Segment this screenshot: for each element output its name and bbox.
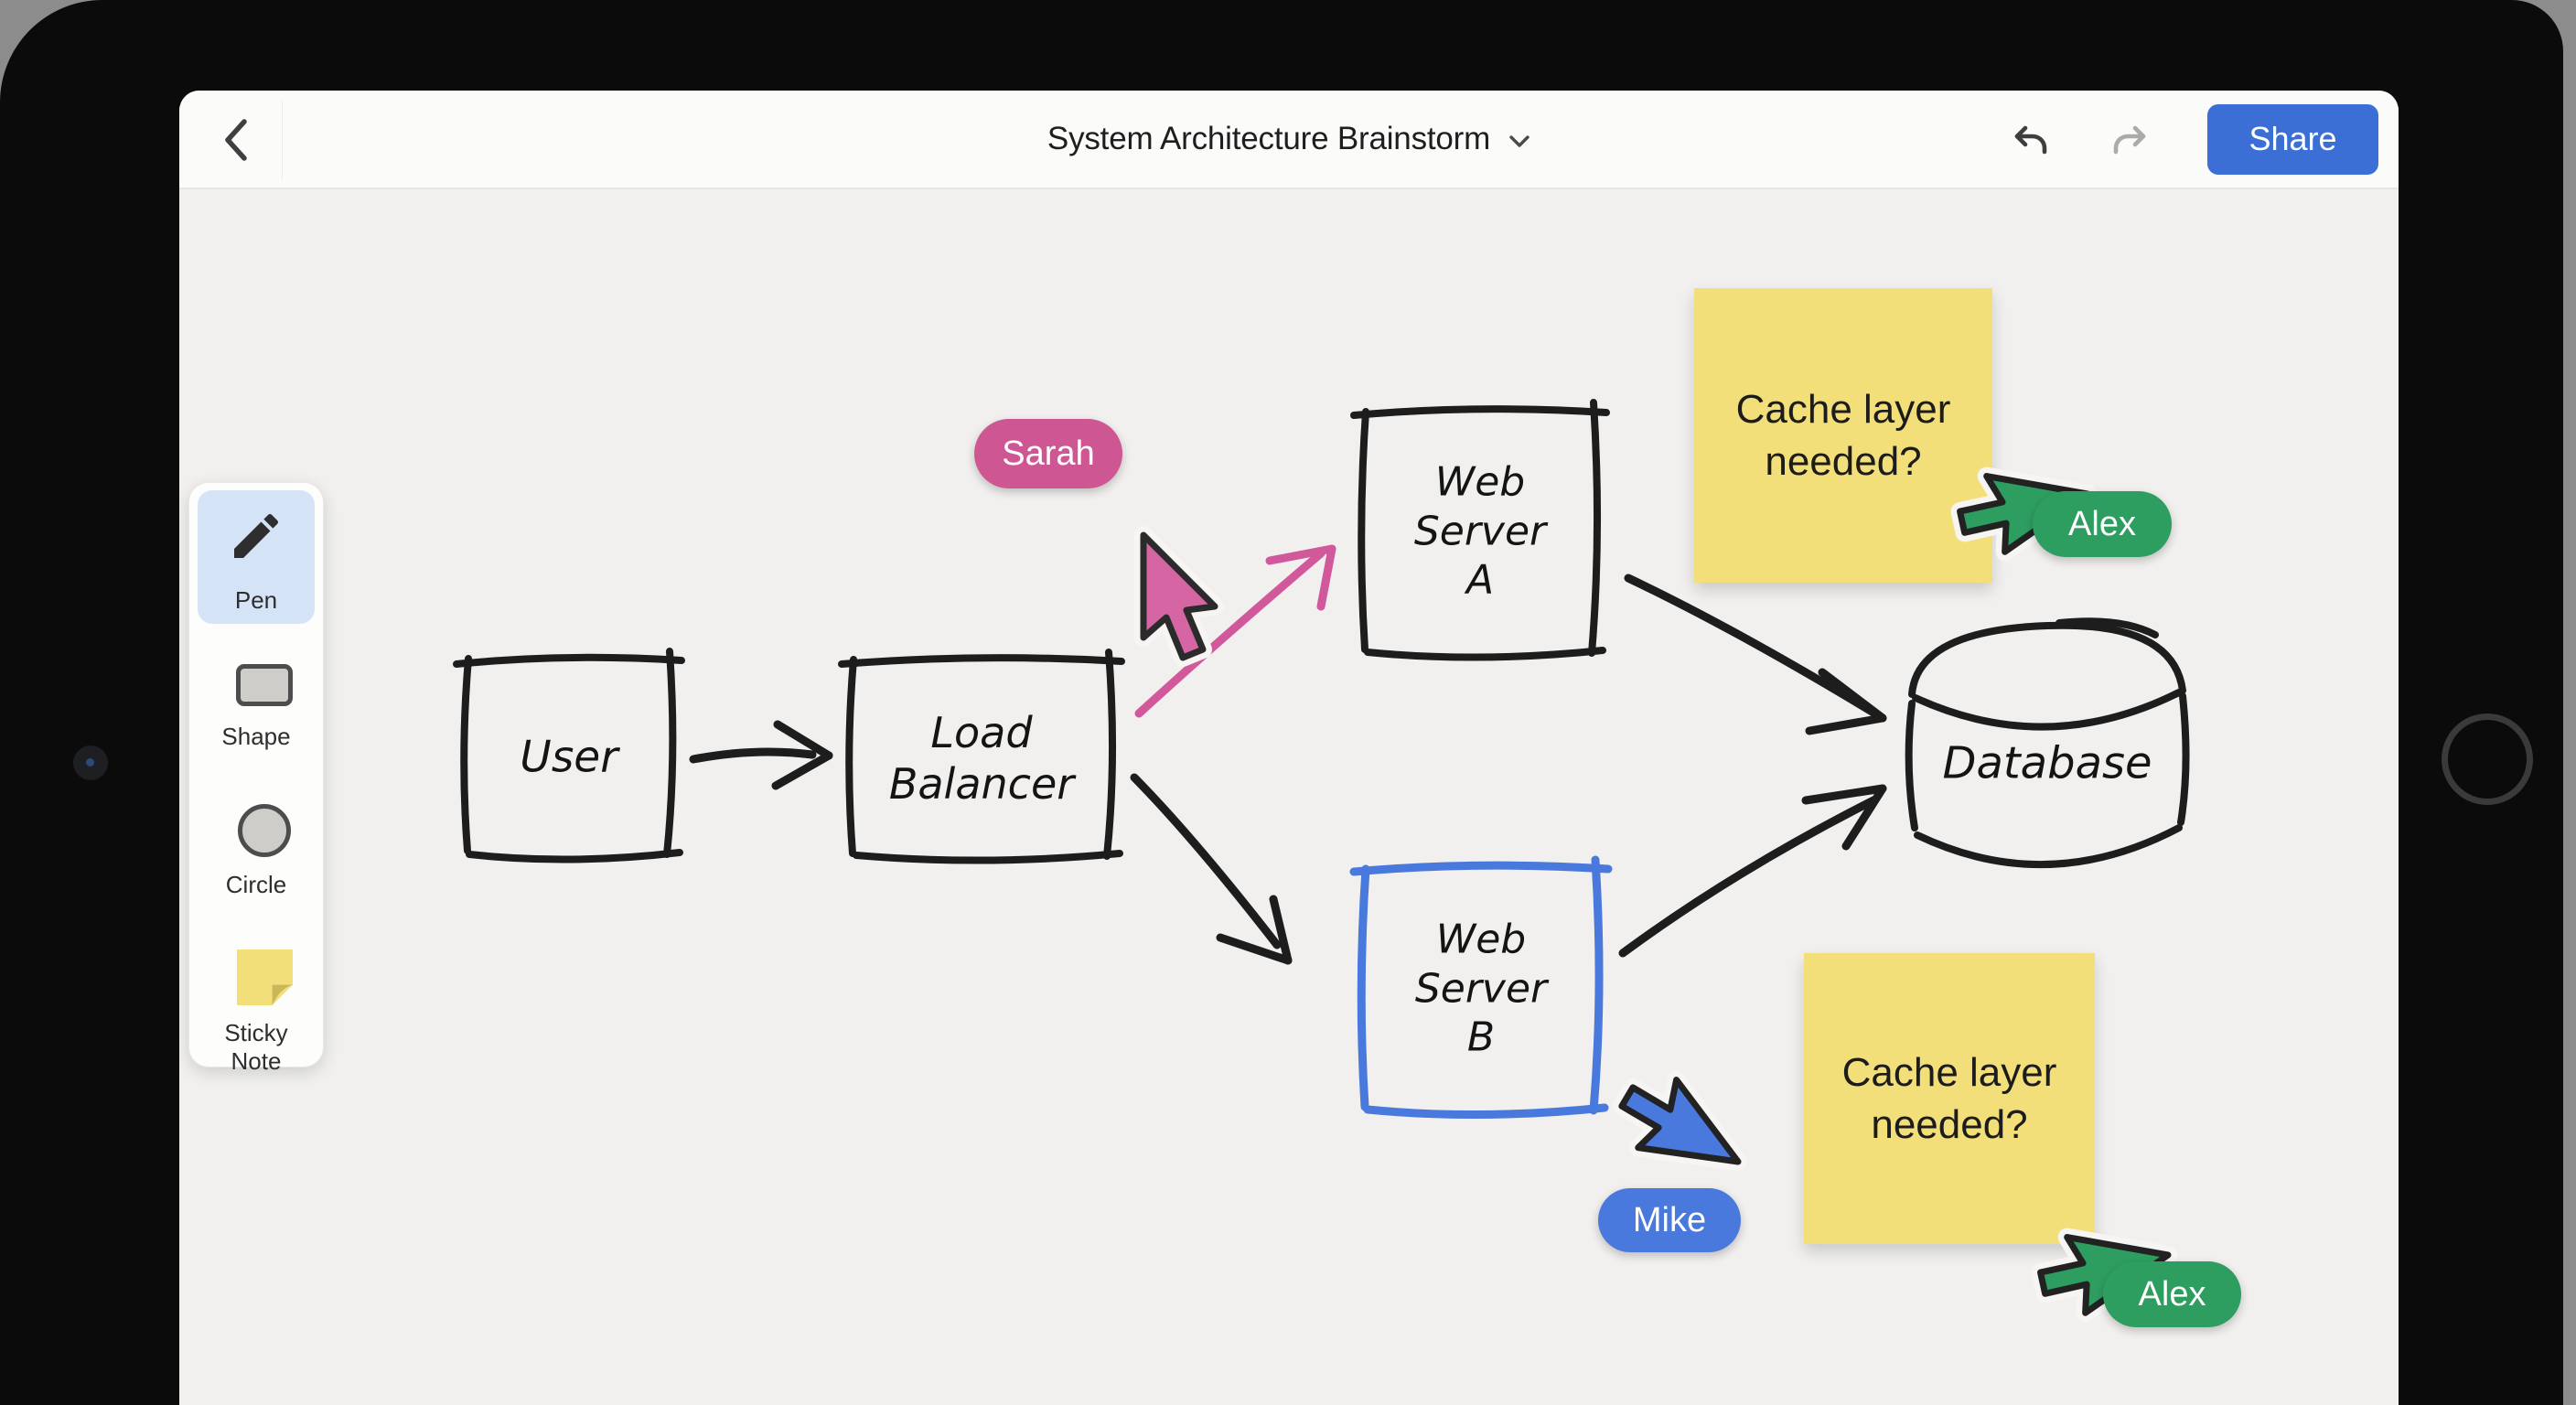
top-toolbar: System Architecture Brainstorm <box>179 91 2399 189</box>
node-label-web-server-a: Web Server A <box>1413 458 1547 604</box>
node-user-box[interactable] <box>453 648 685 863</box>
topbar-actions: Share <box>2006 91 2378 188</box>
node-web-server-b-box-selected[interactable] <box>1349 855 1613 1120</box>
page-title: System Architecture Brainstorm <box>1046 121 1491 156</box>
sticky-note[interactable]: Cache layer needed? <box>1804 953 2095 1244</box>
sticky-note-text: Cache layer needed? <box>1841 1049 2057 1147</box>
undo-button[interactable] <box>2006 119 2054 159</box>
node-label-user: User <box>520 732 618 783</box>
title-group: System Architecture Brainstorm <box>179 91 2399 188</box>
node-label-database: Database <box>1942 737 2152 789</box>
collaborator-pill-alex: Alex <box>2033 491 2172 557</box>
circle-icon <box>238 804 291 857</box>
tool-label-circle: Circle <box>225 871 287 898</box>
node-database-cylinder[interactable] <box>1905 617 2190 868</box>
arrow-user-to-load-balancer[interactable] <box>689 720 833 790</box>
chevron-left-icon <box>225 119 247 161</box>
arrow-load-balancer-to-web-server-b[interactable] <box>1130 773 1293 965</box>
sticky-note-text: Cache layer needed? <box>1735 386 1951 484</box>
arrow-load-balancer-to-web-server-a-pink[interactable] <box>1134 544 1336 718</box>
arrow-web-server-b-to-database[interactable] <box>1618 784 1887 958</box>
tool-label-pen: Pen <box>234 586 278 614</box>
back-button[interactable] <box>207 111 265 169</box>
share-button[interactable]: Share <box>2207 103 2378 175</box>
whiteboard-canvas[interactable]: User Load Balancer Web Server A Web Serv… <box>179 189 2399 1405</box>
collaborator-pill-mike: Mike <box>1598 1188 1741 1252</box>
arrow-web-server-a-to-database[interactable] <box>1624 574 1887 735</box>
node-label-web-server-b: Web Server B <box>1414 916 1548 1061</box>
node-load-balancer-box[interactable] <box>838 649 1125 864</box>
tool-shape[interactable]: Shape <box>198 664 315 765</box>
tool-label-sticky-note: Sticky Note <box>224 1019 288 1075</box>
node-web-server-a-box[interactable] <box>1350 399 1610 661</box>
sticky-note[interactable]: Cache layer needed? <box>1694 288 1992 583</box>
tool-palette: Pen Shape Circle Sticky Note <box>188 482 324 1075</box>
front-camera-icon <box>73 745 108 780</box>
tool-pen[interactable]: Pen <box>198 490 315 624</box>
collaborator-pill-alex: Alex <box>2103 1261 2241 1327</box>
redo-arrow-icon <box>2113 125 2146 155</box>
chevron-down-icon[interactable] <box>1508 135 1530 148</box>
node-label-load-balancer: Load Balancer <box>888 707 1075 809</box>
home-button[interactable] <box>2442 713 2533 805</box>
tool-sticky-note[interactable]: Sticky Note <box>198 949 315 1075</box>
sketch-layer <box>453 399 2190 1120</box>
tool-circle[interactable]: Circle <box>198 804 315 914</box>
redo-button[interactable] <box>2107 119 2154 159</box>
collaborator-pill-sarah: Sarah <box>974 419 1122 488</box>
app-screen: System Architecture Brainstorm <box>179 91 2399 1405</box>
square-icon <box>236 664 293 706</box>
tool-label-shape: Shape <box>221 723 291 750</box>
undo-arrow-icon <box>2014 125 2047 155</box>
pencil-icon <box>234 513 279 558</box>
sticky-note-icon <box>237 949 293 1005</box>
toolbar-divider <box>282 100 283 180</box>
